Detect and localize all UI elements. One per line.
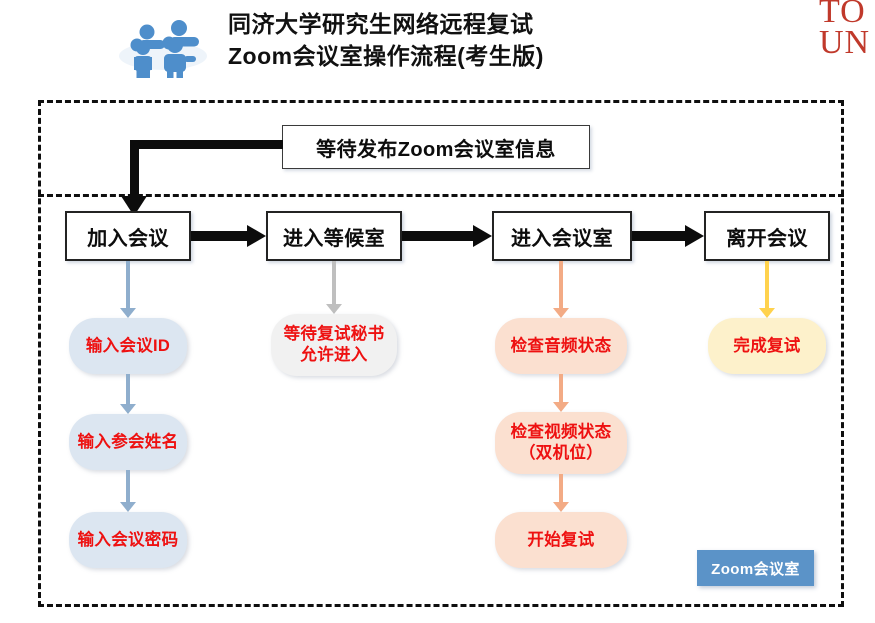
connector-line (559, 374, 563, 403)
stage-label: 进入等候室 (283, 227, 385, 250)
page-header: 同济大学研究生网络远程复试 Zoom会议室操作流程(考生版) TO UN (0, 0, 875, 92)
logo-line-1: TO (819, 0, 866, 30)
substep-pill-col3-1: 检查音频状态 (495, 318, 627, 374)
stage-to-step-connector-2 (326, 261, 342, 314)
logo-line-2: UN (819, 24, 871, 59)
substep-pill-col3-2: 检查视频状态 （双机位） (495, 412, 627, 474)
stage-to-step-connector-3 (553, 261, 569, 318)
step-connector-col3-1 (553, 374, 569, 412)
connector-line (126, 470, 130, 503)
wait-box-label: 等待发布Zoom会议室信息 (316, 138, 556, 161)
connector-arrow-head-icon (553, 402, 569, 412)
connector-line (126, 374, 130, 405)
stage-box-4: 离开会议 (704, 211, 830, 261)
university-logo: TO UN (819, 0, 875, 58)
stage-box-3: 进入会议室 (492, 211, 632, 261)
connector-arrow-head-icon (120, 404, 136, 414)
substep-label: 完成复试 (733, 336, 801, 355)
connector-line (126, 261, 130, 309)
stage-box-1: 加入会议 (65, 211, 191, 261)
substep-pill-col2-1: 等待复试秘书 允许进入 (271, 314, 397, 376)
diagram-band-divider (38, 194, 844, 197)
diagram-outer-frame (38, 100, 844, 607)
title-line-2: Zoom会议室操作流程(考生版) (228, 43, 544, 69)
arrow-shaft (632, 231, 687, 241)
substep-pill-col1-1: 输入会议ID (69, 318, 187, 374)
stage-connector-arrow-1 (191, 225, 266, 247)
stage-to-step-connector-4 (759, 261, 775, 318)
connector-arrow-head-icon (759, 308, 775, 318)
substep-pill-col3-3: 开始复试 (495, 512, 627, 568)
stage-label: 加入会议 (87, 227, 169, 250)
substep-label: 检查音频状态 (510, 336, 612, 355)
connector-arrow-head-icon (553, 308, 569, 318)
connector-arrow-head-icon (326, 304, 342, 314)
arrow-head-icon (473, 225, 492, 247)
substep-pill-col1-2: 输入参会姓名 (69, 414, 187, 470)
arrow-shaft (191, 231, 249, 241)
substep-label: 检查视频状态 （双机位） (510, 423, 612, 462)
page-title: 同济大学研究生网络远程复试 Zoom会议室操作流程(考生版) (228, 8, 698, 72)
substep-pill-col4-1: 完成复试 (708, 318, 826, 374)
stage-connector-arrow-2 (402, 225, 492, 247)
substep-label: 输入参会姓名 (77, 432, 179, 451)
wait-for-meeting-info-box: 等待发布Zoom会议室信息 (282, 125, 590, 169)
arrow-shaft (402, 231, 475, 241)
stage-label: 离开会议 (726, 227, 808, 250)
step-connector-col1-1 (120, 374, 136, 414)
group-people-icon (117, 12, 209, 78)
connector-line (332, 261, 336, 305)
zoom-meeting-room-badge[interactable]: Zoom会议室 (697, 550, 814, 586)
elbow-arrow-horizontal-segment (130, 140, 283, 149)
connector-arrow-head-icon (120, 502, 136, 512)
arrow-head-icon (685, 225, 704, 247)
stage-to-step-connector-1 (120, 261, 136, 318)
substep-label: 开始复试 (527, 530, 595, 549)
stage-connector-arrow-3 (632, 225, 704, 247)
substep-pill-col1-3: 输入会议密码 (69, 512, 187, 568)
stage-label: 进入会议室 (511, 227, 613, 250)
title-line-1: 同济大学研究生网络远程复试 (228, 11, 534, 37)
elbow-arrow-vertical-segment (130, 140, 139, 202)
connector-line (765, 261, 769, 309)
arrow-head-icon (247, 225, 266, 247)
step-connector-col3-2 (553, 474, 569, 512)
substep-label: 输入会议密码 (77, 530, 179, 549)
step-connector-col1-2 (120, 470, 136, 512)
substep-label: 输入会议ID (85, 336, 171, 355)
stage-box-2: 进入等候室 (266, 211, 402, 261)
connector-line (559, 261, 563, 309)
substep-label: 等待复试秘书 允许进入 (283, 325, 385, 364)
zoom-badge-label: Zoom会议室 (711, 560, 800, 578)
connector-arrow-head-icon (120, 308, 136, 318)
connector-arrow-head-icon (553, 502, 569, 512)
connector-line (559, 474, 563, 503)
